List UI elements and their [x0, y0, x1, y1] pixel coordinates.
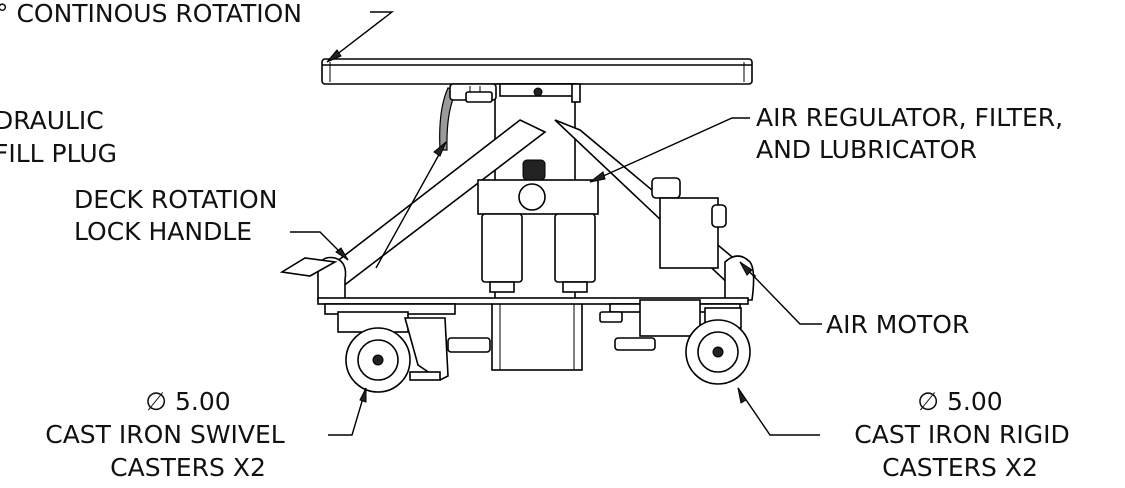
frl-unit: [477, 159, 599, 293]
rigid-diameter-label: ∅ 5.00: [917, 387, 1003, 416]
rotation-label: ° CONTINOUS ROTATION: [0, 0, 302, 28]
deck-lock-label-line1: DECK ROTATION: [74, 185, 278, 214]
swivel-diameter-label: ∅ 5.00: [145, 387, 231, 416]
air-motor-body: [599, 177, 727, 351]
leader-lines: [290, 11, 822, 436]
swivel-caster-label-line2: CASTERS X2: [110, 453, 266, 482]
rigid-caster: [685, 307, 751, 385]
rigid-caster-label-line2: CASTERS X2: [882, 453, 1038, 482]
hydraulic-label-line1: DRAULIC: [0, 106, 104, 135]
hydraulic-plug: [465, 91, 493, 103]
air-regulator-label-line1: AIR REGULATOR, FILTER,: [756, 103, 1064, 132]
air-regulator-label-line2: AND LUBRICATOR: [756, 135, 977, 164]
air-motor-label: AIR MOTOR: [826, 310, 970, 339]
hydraulic-label-line2: FILL PLUG: [0, 139, 117, 168]
deck-lock-label-line2: LOCK HANDLE: [74, 217, 253, 246]
swivel-caster: [337, 311, 491, 393]
swivel-caster-label-line1: CAST IRON SWIVEL: [45, 420, 285, 449]
top-deck: [321, 58, 753, 85]
rigid-caster-label-line1: CAST IRON RIGID: [854, 420, 1070, 449]
